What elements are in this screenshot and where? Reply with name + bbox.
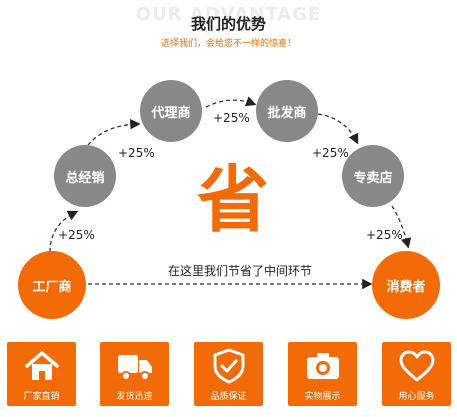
- arrow-store-consumer: [391, 205, 412, 249]
- node-store: 专卖店: [342, 145, 404, 207]
- markup-label-2: +25%: [118, 146, 155, 160]
- flow-arrows: [49, 96, 412, 290]
- node-agent: 代理商: [140, 80, 202, 142]
- markup-label-3: +25%: [213, 111, 250, 125]
- feature-real-photos[interactable]: 实物展示: [288, 342, 357, 406]
- markup-label-4: +25%: [312, 146, 349, 160]
- page-subtitle: 选择我们，会给您不一样的惊喜！: [160, 39, 296, 49]
- feature-label: 厂家直销: [23, 392, 60, 402]
- node-distributor: 总经销: [54, 145, 116, 207]
- arrow-wholesaler-store: [317, 113, 359, 145]
- house-icon: [25, 351, 59, 380]
- feature-quality[interactable]: 品质保证: [194, 342, 263, 406]
- node-wholesaler: 批发商: [256, 80, 318, 142]
- feature-label: 发货迅速: [116, 392, 153, 402]
- shield-check-icon: [213, 348, 245, 384]
- markup-label-1: +25%: [58, 228, 95, 242]
- feature-label: 品质保证: [210, 392, 247, 402]
- node-consumer: 消费者: [372, 251, 440, 319]
- node-factory: 工厂商: [18, 251, 86, 319]
- background-title: OUR ADVANTAGE: [135, 4, 322, 25]
- arrow-distributor-agent: [87, 119, 141, 146]
- page-title: 我们的优势: [190, 15, 266, 33]
- heart-icon: [399, 350, 435, 382]
- arrow-agent-wholesaler: [205, 96, 257, 108]
- feature-service[interactable]: 用心服务: [382, 342, 451, 406]
- arrow-factory-distributor: [49, 210, 79, 253]
- feature-direct-sale[interactable]: 厂家直销: [7, 342, 76, 406]
- feature-label: 实物展示: [304, 392, 341, 402]
- camera-icon: [307, 353, 339, 379]
- markup-label-5: +25%: [366, 228, 403, 242]
- save-character: 省: [196, 158, 269, 242]
- feature-label: 用心服务: [398, 392, 435, 402]
- truck-icon: [118, 355, 152, 381]
- middle-note: 在这里我们节省了中间环节: [167, 264, 312, 278]
- feature-fast-shipping[interactable]: 发货迅速: [100, 342, 169, 406]
